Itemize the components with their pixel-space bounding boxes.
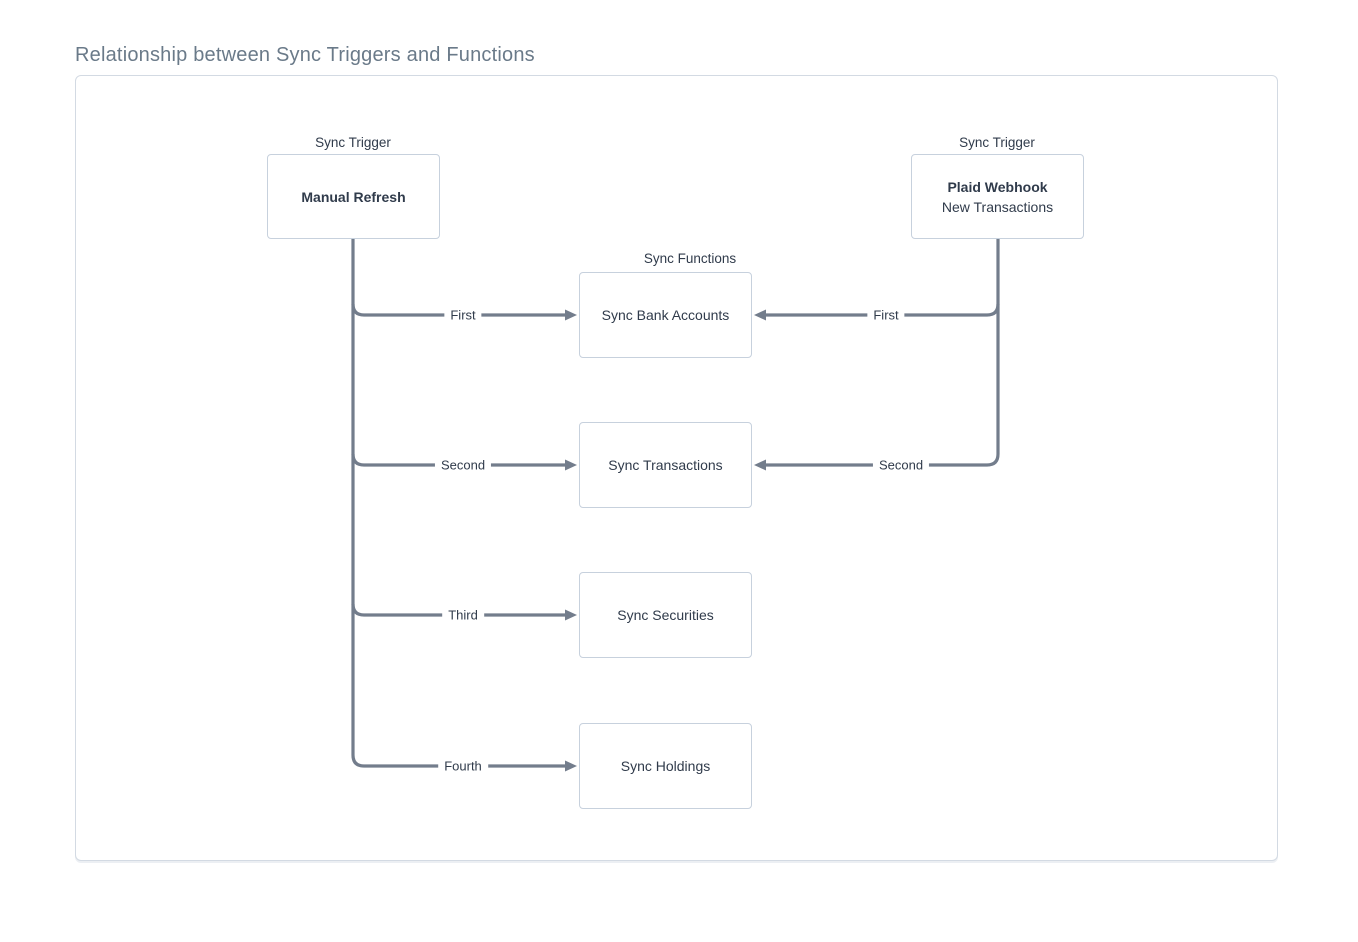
function-box-sync-transactions: Sync Transactions xyxy=(579,422,752,508)
trigger-box-manual-refresh: Manual Refresh xyxy=(267,154,440,239)
sync-trigger-label-manual: Sync Trigger xyxy=(315,135,391,150)
edge-label-webhook-first: First xyxy=(867,306,905,324)
edge-label-manual-fourth: Fourth xyxy=(438,757,488,775)
function-box-sync-securities: Sync Securities xyxy=(579,572,752,658)
function-box-label: Sync Transactions xyxy=(608,457,723,473)
function-box-sync-holdings: Sync Holdings xyxy=(579,723,752,809)
function-box-label: Sync Holdings xyxy=(620,758,711,774)
edge-label-manual-third: Third xyxy=(442,606,484,624)
function-box-label: Sync Bank Accounts xyxy=(601,307,730,323)
sync-trigger-label-webhook: Sync Trigger xyxy=(959,135,1035,150)
function-box-sync-bank-accounts: Sync Bank Accounts xyxy=(579,272,752,358)
edge-label-manual-second: Second xyxy=(434,456,492,474)
diagram-title: Relationship between Sync Triggers and F… xyxy=(75,44,535,66)
edge-label-webhook-second: Second xyxy=(872,456,930,474)
edge-label-manual-first: First xyxy=(444,306,482,324)
trigger-box-plaid-webhook-title: Plaid Webhook xyxy=(947,178,1048,195)
sync-functions-label: Sync Functions xyxy=(643,251,737,266)
trigger-box-plaid-webhook: Plaid Webhook New Transactions xyxy=(911,154,1084,239)
trigger-box-manual-refresh-title: Manual Refresh xyxy=(301,188,406,205)
trigger-box-plaid-webhook-subtitle: New Transactions xyxy=(941,198,1054,215)
function-box-label: Sync Securities xyxy=(617,607,714,623)
